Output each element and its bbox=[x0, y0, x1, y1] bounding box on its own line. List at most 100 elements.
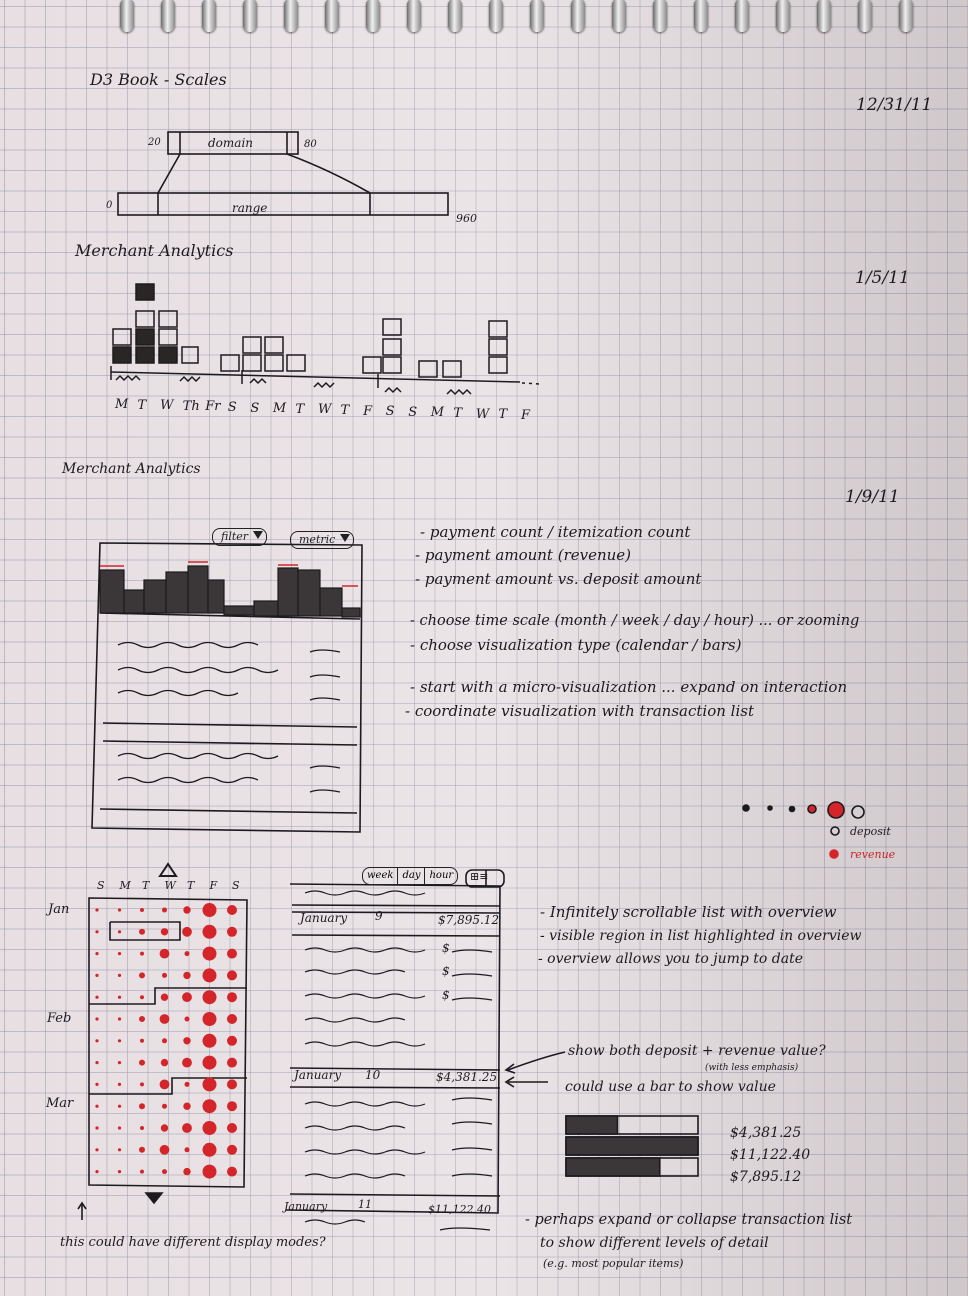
calendar-dot bbox=[117, 995, 122, 999]
entry-3-amount: $11,122.40 bbox=[428, 1203, 491, 1216]
grid-list-toggle-icon: ⊞≡ bbox=[470, 870, 489, 883]
day-label: W bbox=[318, 402, 332, 418]
dollar-mark-2: $ bbox=[442, 964, 450, 978]
calendar-dot bbox=[95, 1126, 99, 1130]
chevron-down-icon bbox=[253, 531, 264, 539]
value-bar-label: $4,381.25 bbox=[730, 1125, 802, 1141]
calendar-dot bbox=[95, 952, 99, 956]
day-label: T bbox=[340, 403, 350, 418]
calendar-dot bbox=[202, 1077, 217, 1092]
note-1: - payment count / itemization count bbox=[420, 523, 691, 541]
footer-note-1: - perhaps expand or collapse transaction… bbox=[525, 1212, 853, 1228]
entry-3-date: January bbox=[284, 1200, 328, 1213]
calendar-dot bbox=[183, 1102, 191, 1110]
dollar-mark-3: $ bbox=[442, 988, 450, 1002]
calendar-dot bbox=[159, 1014, 170, 1024]
calendar-dot bbox=[160, 928, 169, 936]
note-6: - start with a micro-visualization ... e… bbox=[410, 678, 848, 696]
calendar-dot bbox=[184, 1081, 190, 1087]
day-label: T bbox=[295, 401, 305, 417]
day-label: W bbox=[475, 406, 490, 422]
note-7: - coordinate visualization with transact… bbox=[405, 702, 754, 720]
calendar-dot bbox=[202, 924, 217, 939]
calendar-dot bbox=[182, 1057, 192, 1068]
calendar-dot bbox=[117, 1082, 122, 1086]
range-label: range bbox=[232, 201, 268, 215]
calendar-dot bbox=[227, 1035, 237, 1046]
calendar-dot bbox=[183, 1037, 191, 1045]
calendar-dot bbox=[184, 951, 190, 957]
calendar-dot bbox=[160, 993, 169, 1001]
calendar-dot bbox=[202, 946, 217, 961]
calendar-caption: this could have different display modes? bbox=[60, 1235, 326, 1250]
day-label: T bbox=[453, 406, 462, 421]
calendar-dot bbox=[117, 973, 122, 978]
month-mar: Mar bbox=[46, 1096, 74, 1111]
stacked-box-chart bbox=[110, 283, 541, 396]
segment-day: day bbox=[398, 868, 426, 884]
calendar-dot bbox=[202, 903, 217, 917]
value-bar-label: $11,122.40 bbox=[730, 1147, 811, 1163]
value-bars bbox=[565, 1115, 699, 1177]
entry-1-date: January bbox=[300, 911, 348, 925]
calendar-dot bbox=[227, 948, 237, 959]
note-4: - choose time scale (month / week / day … bbox=[410, 613, 860, 629]
calendar-dot bbox=[117, 1126, 122, 1130]
sketch3-title: Merchant Analytics bbox=[62, 461, 201, 477]
sketch3-date: 1/9/11 bbox=[845, 487, 900, 507]
note-3: - payment amount vs. deposit amount bbox=[415, 570, 702, 588]
calendar-dot bbox=[95, 1017, 99, 1021]
calendar-dot bbox=[227, 970, 237, 981]
calendar-dot bbox=[159, 948, 170, 959]
calendar-dot bbox=[184, 1016, 190, 1022]
day-label: S bbox=[227, 400, 237, 415]
day-label: M bbox=[272, 401, 287, 417]
day-label: M bbox=[115, 397, 129, 412]
calendar-dot bbox=[227, 1101, 237, 1112]
calendar-dot bbox=[117, 1104, 122, 1108]
calendar-dot bbox=[162, 1103, 167, 1109]
calendar-dot bbox=[140, 1082, 144, 1087]
month-feb: Feb bbox=[47, 1011, 72, 1026]
calendar-dot bbox=[140, 951, 144, 956]
calendar-weekday-label: T bbox=[187, 879, 195, 892]
calendar-dot bbox=[139, 928, 145, 935]
sketch2-date: 1/5/11 bbox=[855, 268, 910, 288]
calendar-dot bbox=[202, 1055, 217, 1070]
range-max-label: 960 bbox=[456, 212, 477, 225]
calendar-dot bbox=[202, 1099, 217, 1114]
note-5: - choose visualization type (calendar / … bbox=[410, 636, 742, 654]
calendar-weekday-label: S bbox=[97, 879, 105, 892]
entry-3-day: 11 bbox=[358, 1198, 372, 1211]
sketch1-date: 12/31/11 bbox=[856, 95, 933, 115]
chevron-down-icon bbox=[340, 534, 351, 542]
calendar-dot bbox=[159, 1079, 170, 1090]
entry-2-amount: $4,381.25 bbox=[436, 1070, 498, 1084]
domain-label: domain bbox=[208, 136, 254, 150]
calendar-dot bbox=[202, 1142, 217, 1157]
calendar-dot bbox=[182, 1123, 192, 1133]
day-label: F bbox=[363, 403, 373, 419]
calendar-dot bbox=[117, 908, 122, 912]
day-label: S bbox=[408, 404, 418, 420]
filter-dropdown: filter bbox=[212, 528, 268, 546]
note-10: - overview allows you to jump to date bbox=[538, 951, 804, 967]
calendar-dot bbox=[182, 992, 192, 1003]
callout-2: could use a bar to show value bbox=[565, 1079, 776, 1095]
note-9: - visible region in list highlighted in … bbox=[540, 928, 862, 944]
calendar-dot bbox=[160, 1124, 169, 1132]
calendar-dot bbox=[95, 1170, 99, 1174]
calendar-dot bbox=[117, 952, 122, 956]
calendar-dot bbox=[162, 972, 167, 978]
calendar-dot bbox=[183, 906, 191, 914]
sketch2-title: Merchant Analytics bbox=[75, 241, 234, 260]
calendar-dot bbox=[117, 930, 122, 934]
calendar-dot bbox=[117, 1039, 122, 1043]
entry-1-amount: $7,895.12 bbox=[438, 913, 500, 927]
segment-week: week bbox=[363, 868, 399, 884]
calendar-dot bbox=[117, 1148, 122, 1152]
value-bar-fill bbox=[565, 1115, 619, 1135]
calendar-dot bbox=[95, 1104, 99, 1108]
calendar-dot bbox=[227, 992, 237, 1003]
